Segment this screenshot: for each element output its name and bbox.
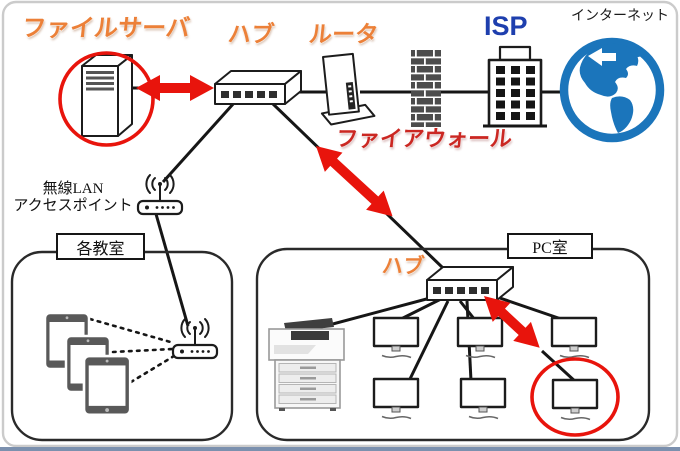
pcroom-label-box: PC室 [507,233,593,259]
red-double-arrow-server-hub [136,75,214,101]
switch-hub-top-icon [214,70,302,105]
server-highlight-circle [58,51,155,147]
classroom-label-box: 各教室 [56,233,145,260]
hub-pcroom-label: ハブ [380,255,426,278]
line-pchub-printer [313,295,435,331]
wifi-link-tablet3 [129,354,176,384]
wireless-ap-label-line2: アクセスポイント [13,197,133,214]
server-tower-icon [81,54,133,137]
wifi-link-tablet1 [88,317,176,345]
pc-highlight-circle [530,357,620,437]
bottom-edge-strip [0,447,680,451]
red-double-arrow-hub-pcroom [316,146,393,217]
hub-top-label: ハブ [226,21,276,47]
isp-label: ISP [484,11,528,41]
router-icon [320,52,376,126]
line-pchub-pc4 [407,300,450,382]
firewall-label: ファイアウォール [334,126,514,151]
wireless-ap-label: 無線LAN アクセスポイント [10,181,136,214]
line-arrow-pc6 [540,349,579,385]
globe-icon [559,37,665,143]
switch-hub-pcroom-icon [426,266,514,301]
pcroom-boundary [255,247,651,442]
file-server-label: ファイルサーバ [20,15,192,42]
red-double-arrow-pchub-pc [484,296,540,348]
brick-wall-icon [411,50,441,127]
internet-label: インターネット [571,7,669,23]
multifunction-printer-icon [268,318,345,411]
tablet-icon [82,354,132,417]
wifi-link-tablet2 [111,347,175,354]
line-accesspoint-classroom [154,213,190,327]
office-building-icon [483,45,547,128]
wireless-ap-label-line1: 無線LAN [42,181,104,197]
line-hub-accesspoint [161,101,236,184]
router-label: ルータ [307,21,380,47]
line-pchub-pc1 [398,297,442,322]
